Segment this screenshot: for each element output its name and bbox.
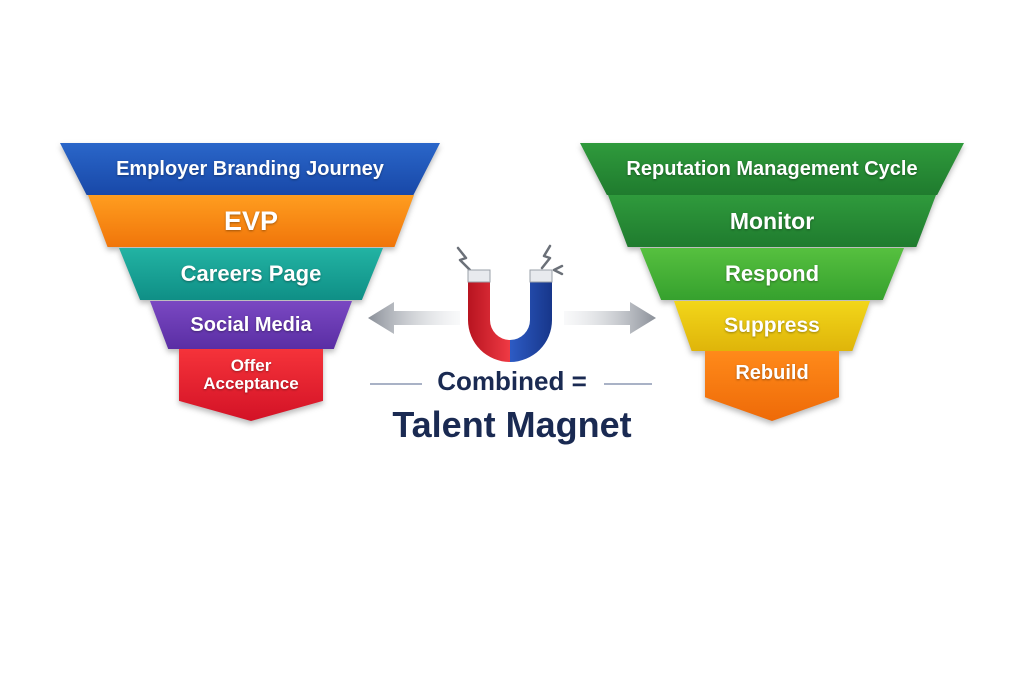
left-tier-evp: EVP (88, 195, 414, 247)
right-tier-suppress: Suppress (674, 301, 870, 351)
magnet-icon (456, 244, 564, 362)
right-funnel-title: Reputation Management Cycle (580, 143, 964, 195)
right-divider (604, 383, 652, 385)
right-tier-rebuild: Rebuild (705, 351, 839, 421)
left-tier-careers-page: Careers Page (119, 248, 383, 300)
left-funnel-title: Employer Branding Journey (60, 143, 440, 195)
right-tier-monitor: Monitor (608, 195, 936, 247)
combined-label: Combined = (437, 366, 587, 396)
talent-magnet-label: Talent Magnet (392, 404, 632, 445)
offer-line: Offer (230, 356, 272, 375)
left-divider (370, 383, 422, 385)
left-tier-social-media: Social Media (150, 301, 352, 349)
spark-icon (456, 244, 564, 276)
left-arrow-icon (368, 302, 460, 334)
right-arrow-icon (564, 302, 656, 334)
acceptance-line: Acceptance (203, 373, 299, 393)
right-tier-respond: Respond (640, 248, 904, 300)
